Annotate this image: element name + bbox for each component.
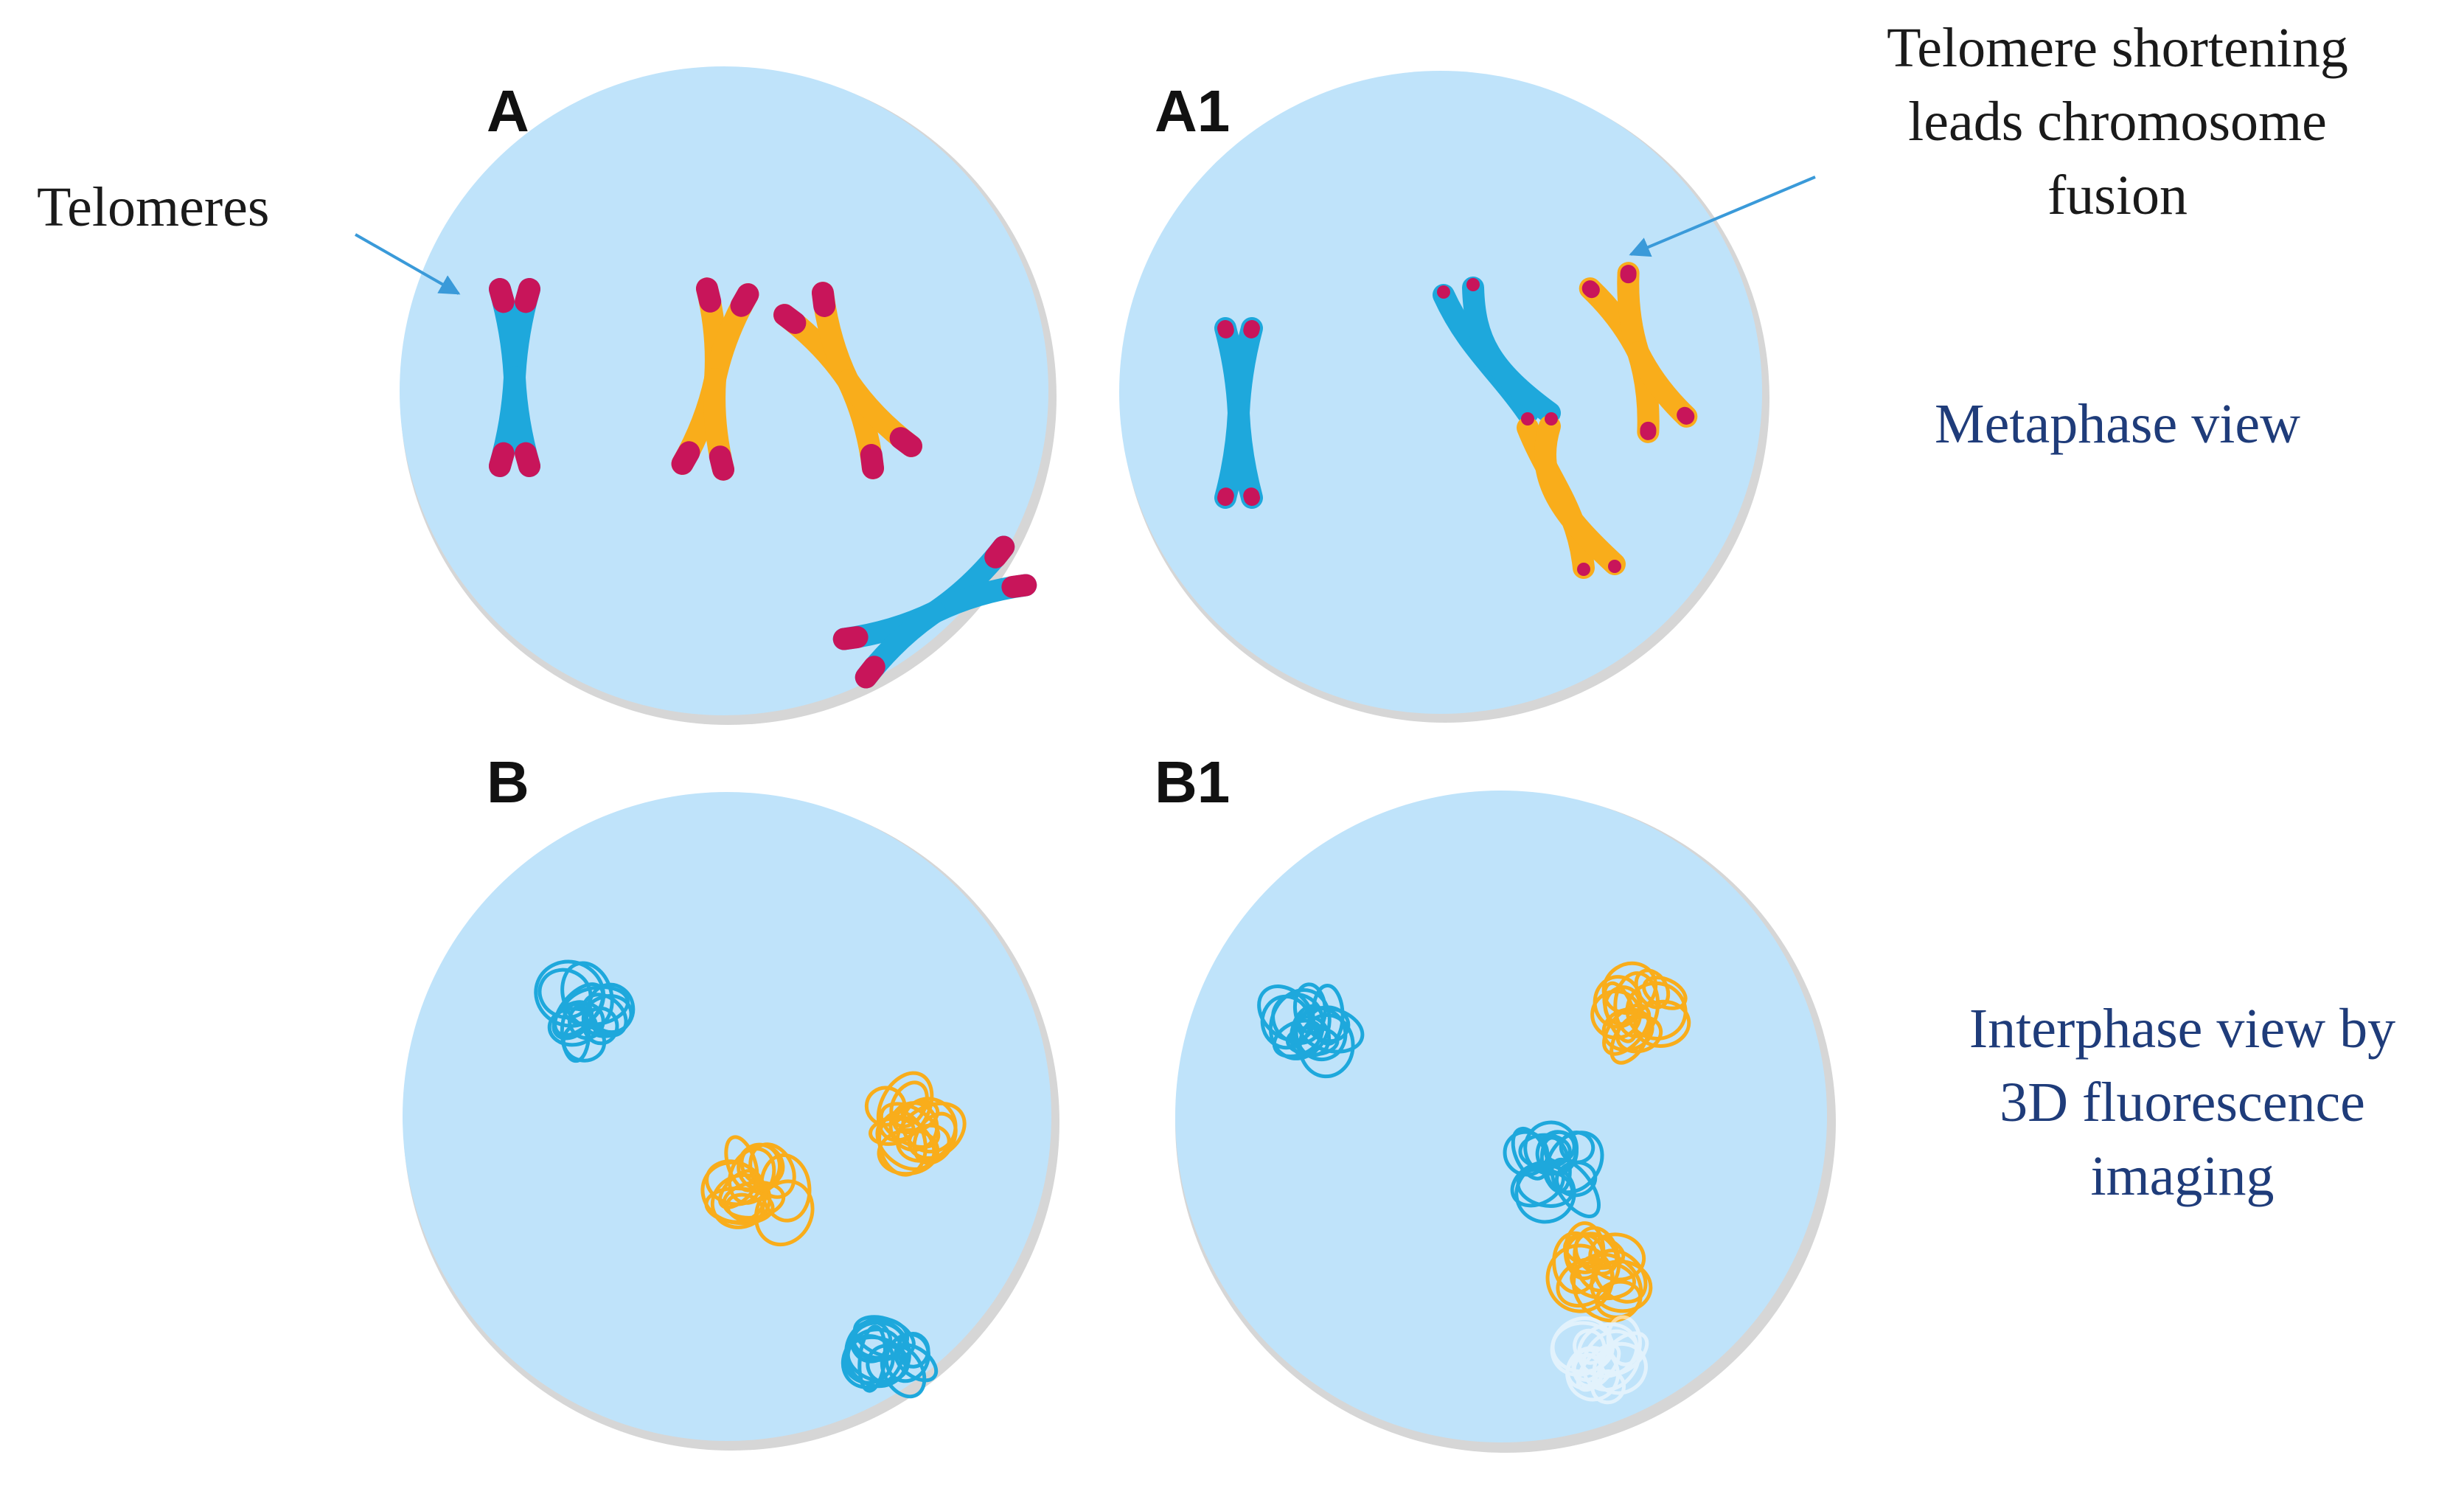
interphase-annotation: Interphase view by 3D fluorescence imagi… (1969, 998, 2395, 1207)
chromosome-a1-blue-1 (1214, 317, 1263, 509)
territory-b1-blue-1 (1257, 982, 1365, 1079)
fusion-arrow (1629, 176, 1816, 257)
panel-label-b1: B1 (1155, 749, 1230, 815)
nucleus-b1 (1175, 791, 1836, 1453)
territory-b1-orange-1 (1590, 961, 1691, 1065)
interphase-line-1: Interphase view by (1969, 998, 2395, 1060)
metaphase-chromosomes (489, 262, 1698, 689)
panel-label-b: B (487, 749, 529, 815)
territory-b1-orange-2 (1545, 1221, 1653, 1323)
panel-label-a1: A1 (1155, 78, 1230, 144)
panel-label-a: A (487, 78, 529, 144)
nucleus-a (400, 66, 1057, 725)
territory-b-orange-2 (864, 1071, 967, 1177)
territory-b-orange-1 (700, 1135, 815, 1247)
chromosome-a-orange-2 (773, 282, 922, 479)
fusion-annotation: Telomere shortening leads chromosome fus… (1887, 17, 2348, 226)
fusion-line-3: fusion (2047, 164, 2188, 226)
territory-b1-blue-2 (1503, 1120, 1604, 1224)
interphase-line-3: imaging (2090, 1145, 2274, 1207)
chromosome-a-blue-2 (832, 535, 1037, 689)
interphase-territories (534, 959, 1691, 1405)
fusion-line-2: leads chromosome (1908, 91, 2327, 153)
fusion-line-1: Telomere shortening (1887, 17, 2348, 79)
interphase-line-2: 3D fluorescence (2000, 1071, 2365, 1133)
telomeres-label: Telomeres (37, 176, 269, 238)
chromosome-a1-fused (1433, 277, 1626, 579)
chromosome-a1-orange-1 (1579, 262, 1698, 443)
territory-b-blue-1 (534, 959, 636, 1063)
telomeres-arrow (355, 233, 461, 295)
nucleus-b (403, 792, 1059, 1451)
territory-b1-faded (1550, 1315, 1649, 1405)
chromosome-a-orange-1 (671, 277, 759, 481)
chromosome-a-blue-1 (489, 278, 540, 477)
metaphase-label: Metaphase view (1935, 393, 2300, 455)
territory-b-blue-2 (841, 1315, 939, 1399)
